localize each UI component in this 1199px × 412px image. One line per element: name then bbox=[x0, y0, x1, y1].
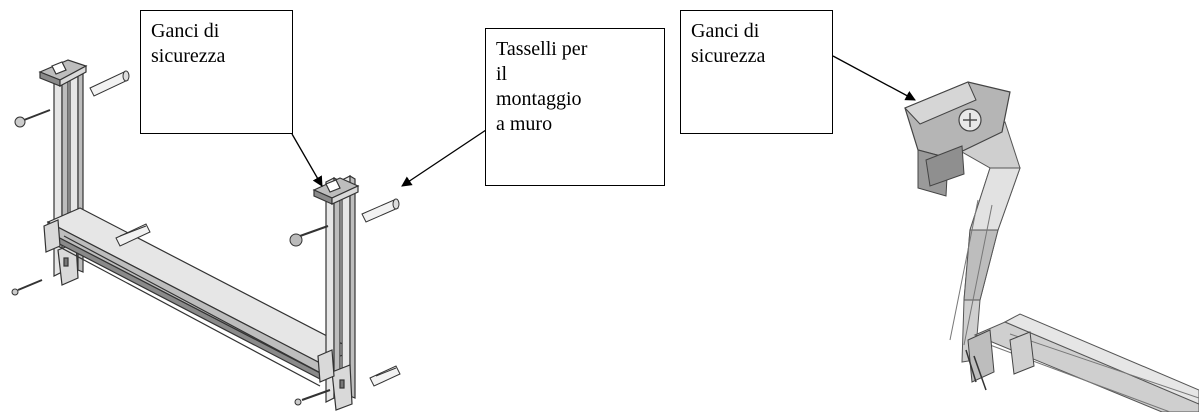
right-upright bbox=[325, 174, 356, 411]
mounting-frame-drawing bbox=[38, 59, 360, 411]
wall-plug-icon bbox=[115, 223, 151, 247]
callout-wall-plugs: Tasselli per il montaggio a muro bbox=[485, 28, 665, 186]
arrow-to-closeup-hook bbox=[832, 55, 916, 101]
callout-line: sicurezza bbox=[691, 45, 766, 67]
callout-line: Tasselli per bbox=[496, 38, 588, 60]
arrow-to-wall-plug bbox=[401, 129, 487, 187]
callout-line: il bbox=[496, 63, 508, 85]
right-safety-hook bbox=[312, 177, 360, 205]
callout-line: montaggio bbox=[496, 88, 582, 110]
screw-icon bbox=[14, 109, 51, 128]
callout-line: Ganci di bbox=[691, 20, 760, 42]
callout-safety-hooks: Ganci di sicurezza bbox=[140, 10, 293, 134]
callout-safety-hooks-closeup: Ganci di sicurezza bbox=[680, 10, 833, 134]
safety-hook-closeup bbox=[904, 74, 1199, 412]
left-safety-hook bbox=[38, 59, 88, 88]
wall-plug-icon bbox=[369, 365, 401, 387]
crossbar bbox=[46, 207, 356, 387]
callout-arrows bbox=[291, 55, 916, 187]
wall-plug-icon bbox=[361, 198, 400, 223]
callout-line: Ganci di bbox=[151, 20, 220, 42]
screw-icon bbox=[11, 279, 43, 296]
wall-plug-icon bbox=[89, 70, 130, 97]
callout-line: a muro bbox=[496, 113, 553, 135]
crossbar-end-bracket bbox=[43, 219, 335, 383]
screw-icon bbox=[294, 389, 331, 406]
wall-plugs-and-screws bbox=[11, 70, 401, 406]
arrow-to-right-hook bbox=[291, 133, 323, 187]
callout-line: sicurezza bbox=[151, 45, 226, 67]
screw-icon bbox=[289, 225, 329, 247]
